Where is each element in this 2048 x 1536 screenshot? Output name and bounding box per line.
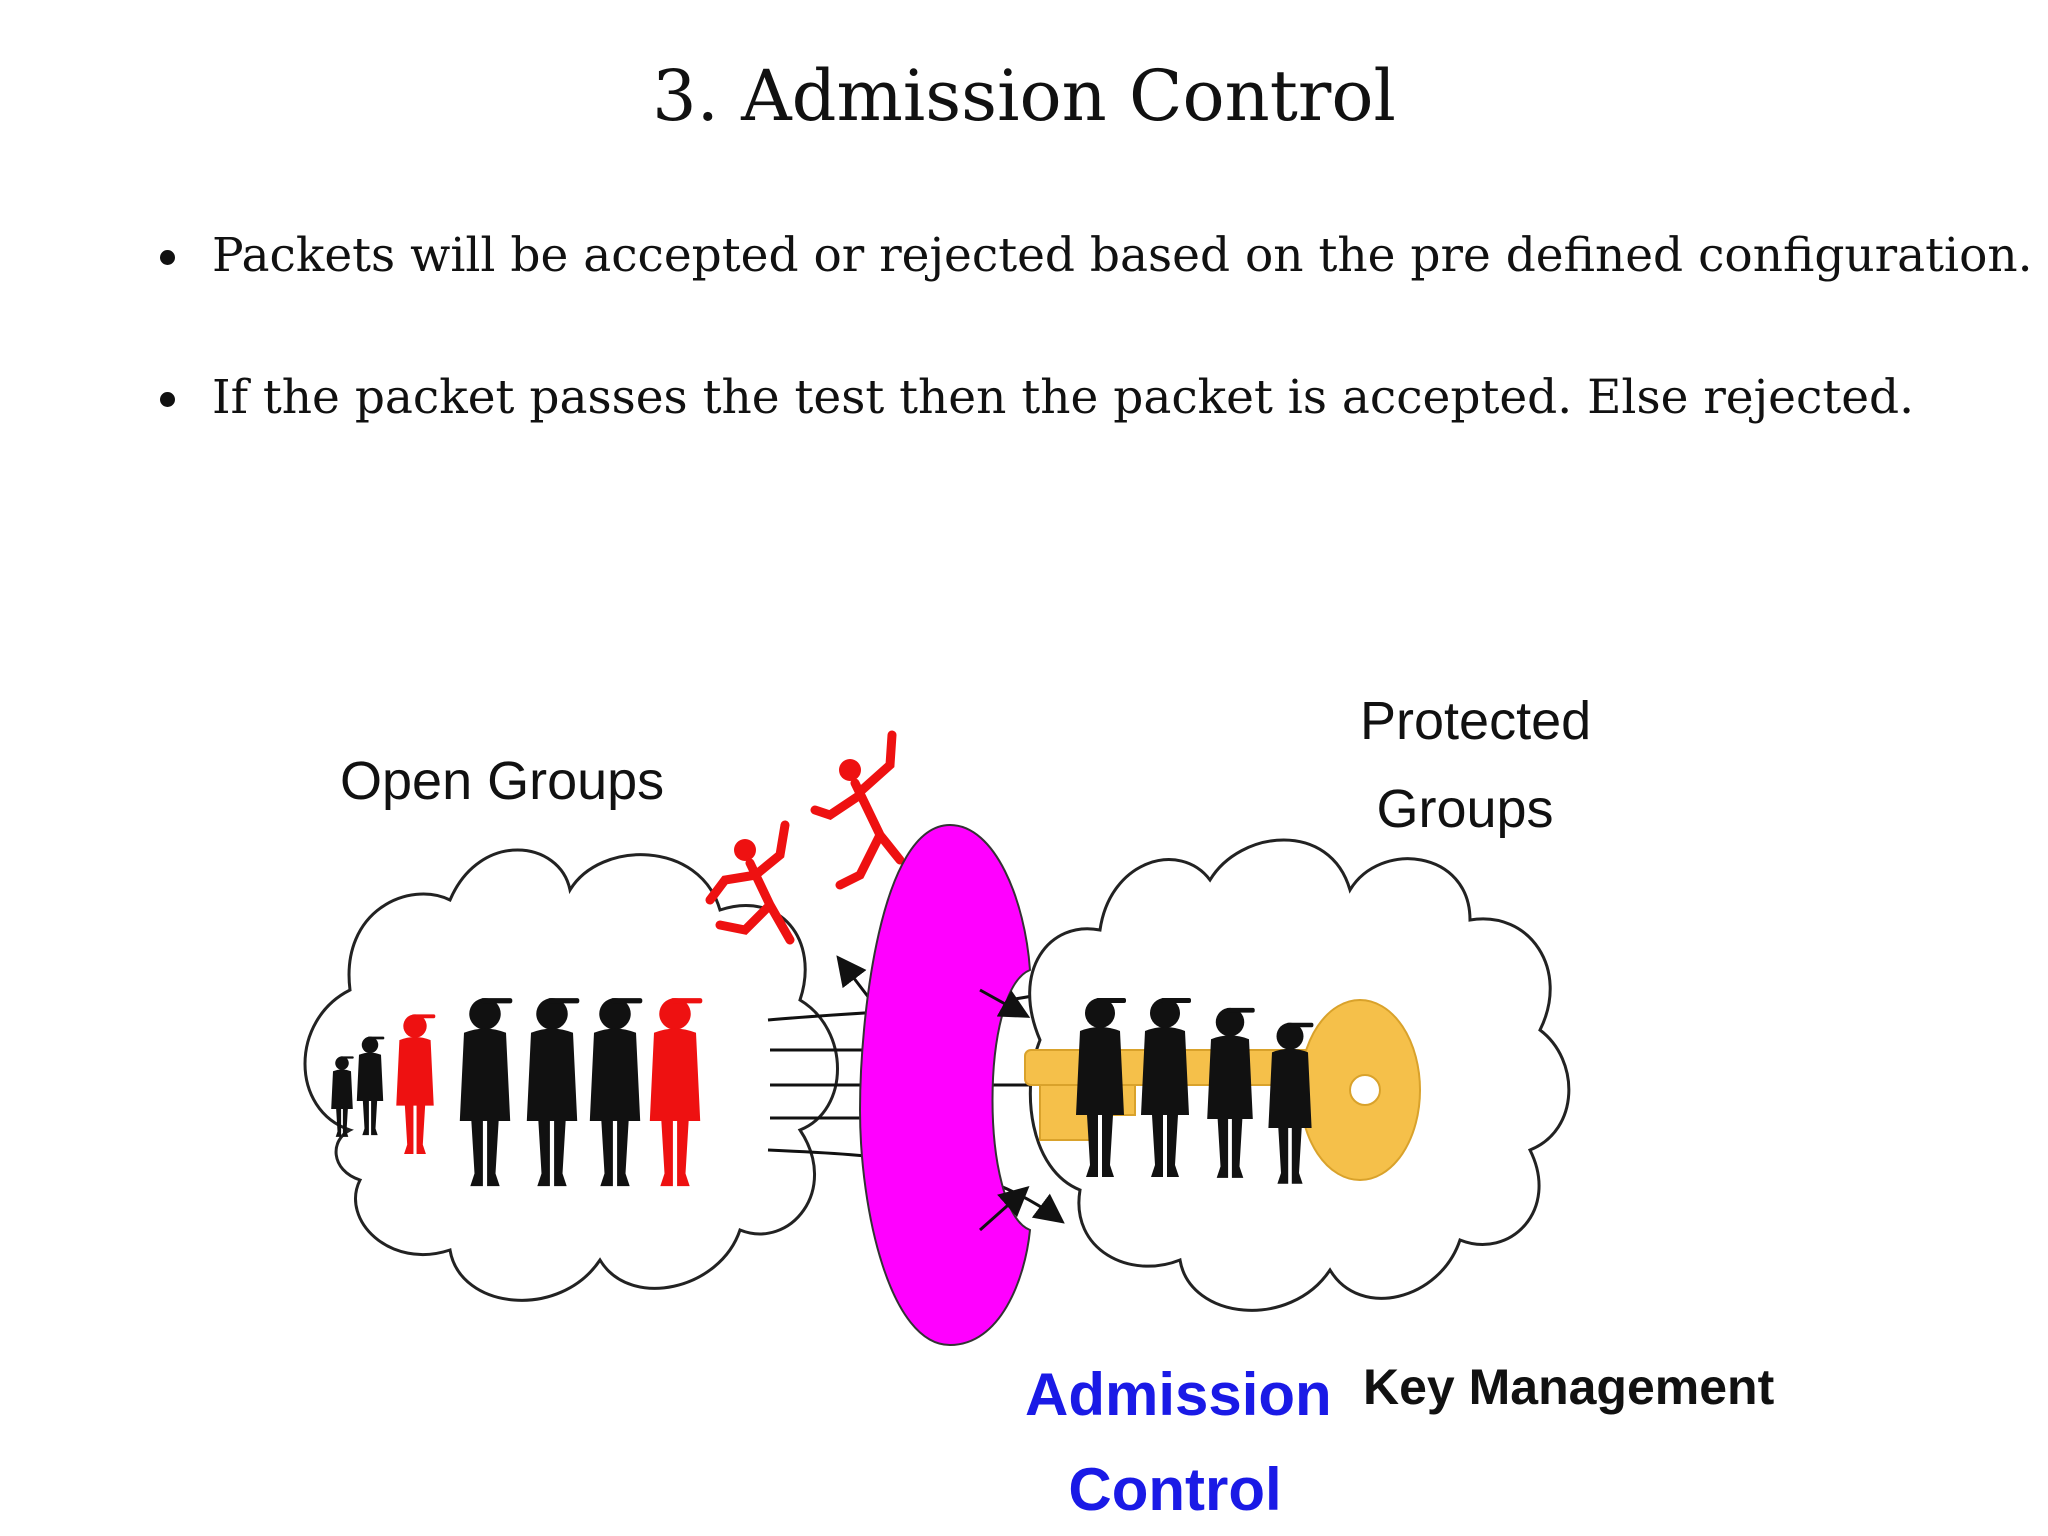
open-groups-label: Open Groups xyxy=(340,751,665,811)
bullet-dot-icon xyxy=(160,392,175,407)
admission-control-diagram: Open Groups Protected Groups Admission C… xyxy=(280,690,1810,1523)
bullet-item: If the packet passes the test then the p… xyxy=(160,370,2000,430)
admission-gate xyxy=(858,823,1032,1347)
bullet-dot-icon xyxy=(160,250,175,265)
protected-groups-label: Protected xyxy=(1360,691,1592,751)
rejected-person-icon xyxy=(810,730,905,890)
gate-arrows xyxy=(979,988,1031,1232)
protected-groups-label: Groups xyxy=(1376,779,1554,839)
rejected-packets xyxy=(705,730,905,945)
bullet-text: If the packet passes the test then the p… xyxy=(212,370,1915,425)
admission-control-label: Admission xyxy=(1025,1361,1332,1428)
admission-control-label: Control xyxy=(1068,1456,1282,1523)
key-management-label: Key Management xyxy=(1363,1359,1775,1415)
rejected-person-icon xyxy=(705,820,795,945)
bullet-item: Packets will be accepted or rejected bas… xyxy=(160,228,2033,288)
bullet-text: Packets will be accepted or rejected bas… xyxy=(212,228,2033,283)
slide-title: 3. Admission Control xyxy=(652,55,1396,137)
diagram-canvas xyxy=(303,730,1571,1347)
